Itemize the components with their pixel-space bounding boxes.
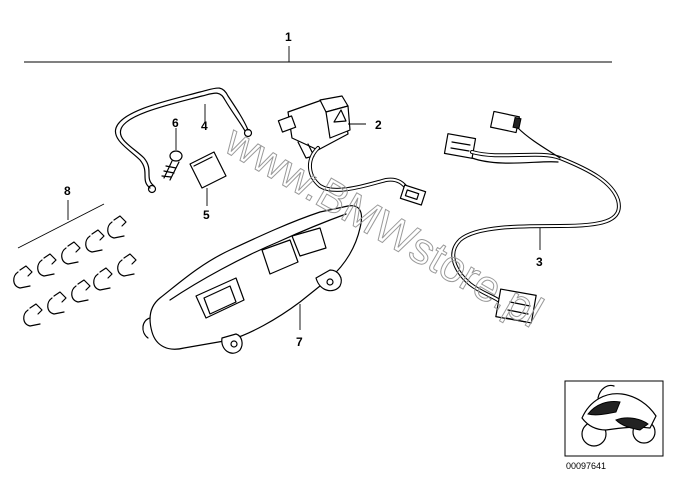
vehicle-thumbnail [564,380,664,457]
clip [61,241,81,265]
part-8-cable-clips [13,200,137,327]
callout-2[interactable]: 2 [375,118,382,132]
callout-6[interactable]: 6 [172,116,179,130]
callout-5[interactable]: 5 [203,208,210,222]
part-4-wire-bracket [114,87,253,194]
clip [107,215,127,239]
clip [71,279,91,303]
clip [117,253,137,277]
clip [47,291,67,315]
callout-8[interactable]: 8 [64,184,71,198]
clip [13,265,33,289]
callout-3[interactable]: 3 [536,255,543,269]
callout-1[interactable]: 1 [285,30,292,44]
clip [37,253,57,277]
part-6-screw [161,150,183,181]
clip [93,267,113,291]
part-7-housing [142,205,363,354]
clip [85,229,105,253]
part-2-hazard-switch [277,95,427,206]
part-3-wiring-harness [443,110,621,324]
clip [23,303,43,327]
callout-4[interactable]: 4 [201,119,208,133]
callout-7[interactable]: 7 [296,335,303,349]
thumbnail-code: 00097641 [566,461,606,471]
part-5-adhesive-pad [189,151,227,189]
assembly-bracket [24,46,612,63]
